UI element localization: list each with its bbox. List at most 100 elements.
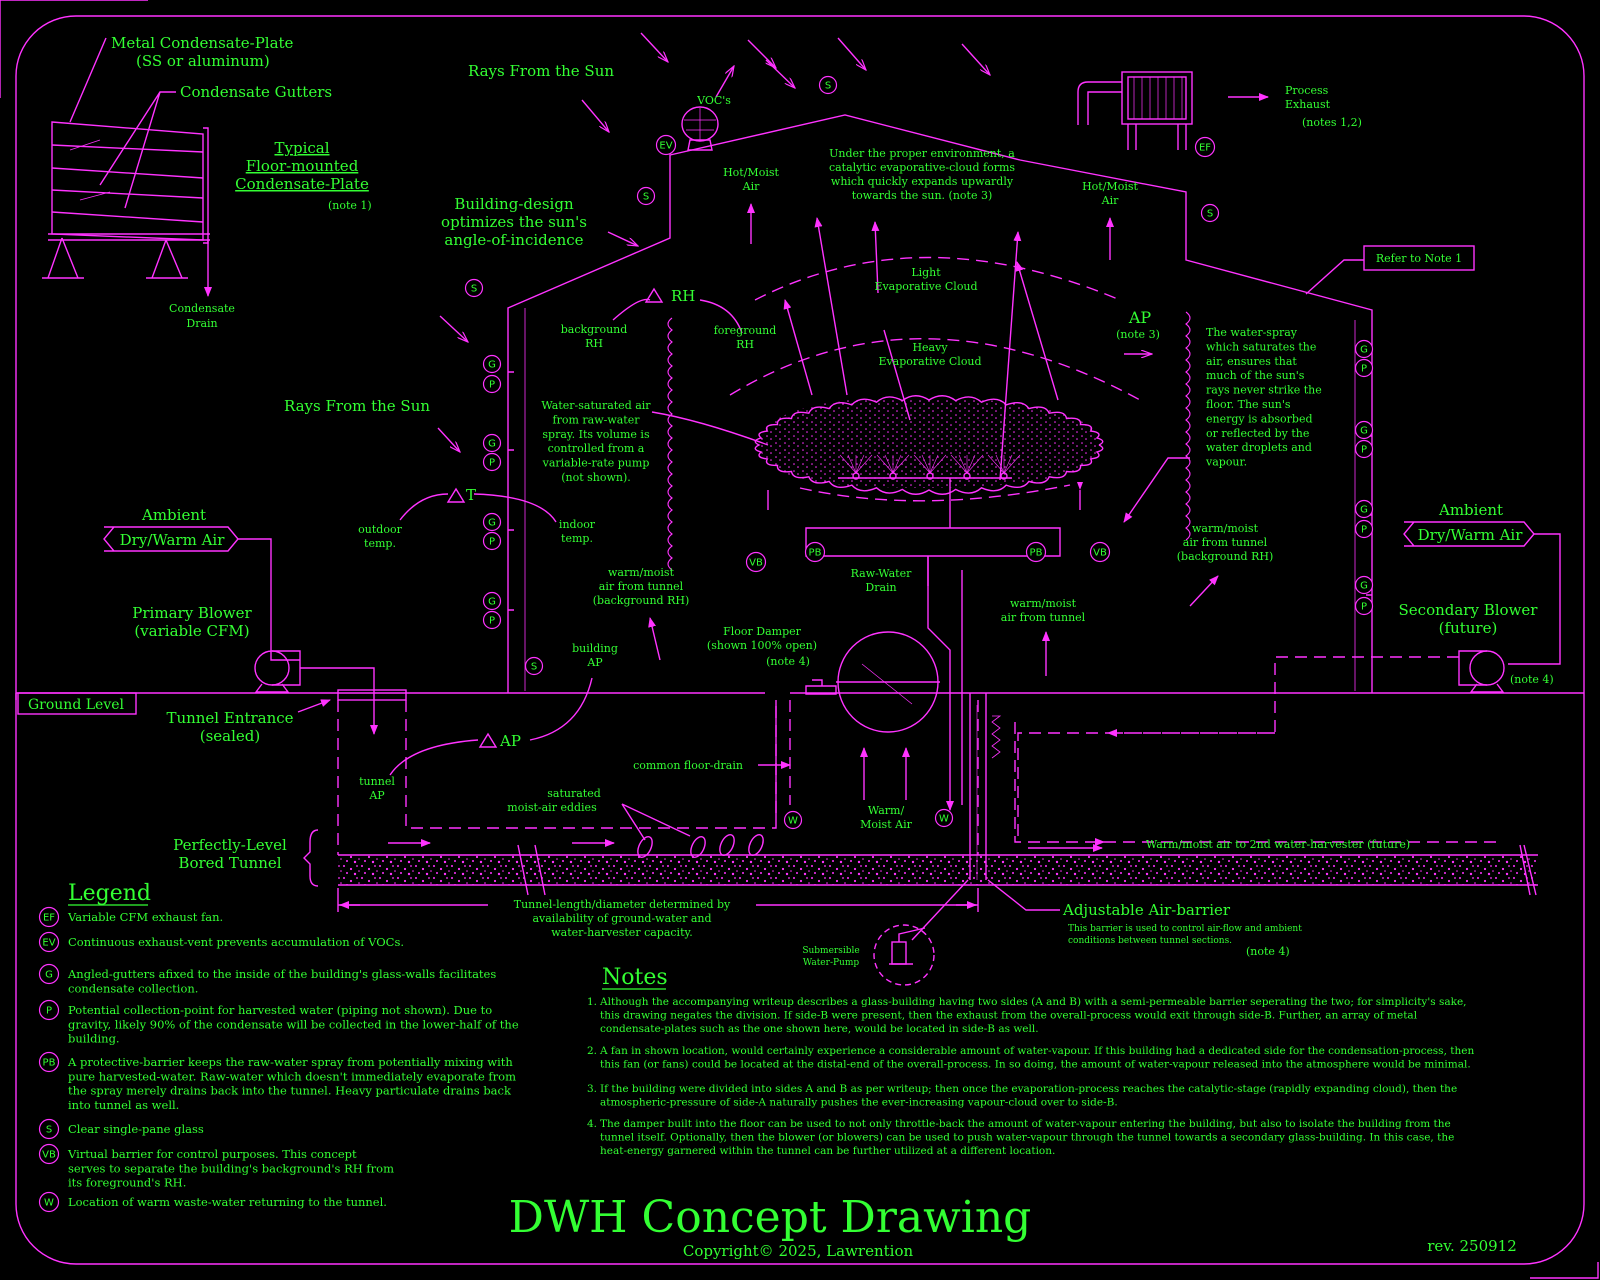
metal-plate-label: Metal Condensate-Plate (111, 34, 294, 52)
voc-vent (681, 66, 734, 151)
callout-bubble-p (1354, 439, 1374, 459)
callout-bubble-label: G (488, 439, 496, 450)
legend-text: Angled-gutters afixed to the inside of t… (67, 967, 496, 995)
drawing-border (15, 15, 1585, 1265)
callout-bubble-label: G (1360, 345, 1368, 356)
callout-bubble-label: P (489, 380, 495, 391)
legend-title: Legend (68, 881, 151, 906)
hot-moist-left-2: Air (742, 180, 760, 193)
callout-bubble-pb (1025, 541, 1047, 563)
callout-bubble-s (818, 75, 838, 95)
callout-bubble-label: S (1207, 209, 1213, 220)
svg-text:S: S (46, 1125, 52, 1136)
exhaust-fan (1077, 71, 1269, 150)
warm-moist-left-3: (background RH) (593, 594, 690, 607)
refer-note1-box (1363, 245, 1475, 271)
process-notes-label: (notes 1,2) (1302, 116, 1362, 129)
callout-bubble-ef (1194, 136, 1216, 158)
ambient-left-air: Dry/Warm Air (120, 531, 226, 549)
perfectly-level: Perfectly-Level (173, 836, 287, 854)
rays-top-label: Rays From the Sun (468, 62, 614, 80)
callout-bubble-s (524, 656, 544, 676)
legend-symbol (38, 1143, 60, 1165)
drawing-title: DWH Concept Drawing (509, 1192, 1032, 1243)
foreground-rh: foreground (714, 324, 777, 337)
note-text: If the building were divided into sides … (600, 1083, 1457, 1109)
callout-bubble-p (482, 610, 502, 630)
callout-bubble-g (1354, 420, 1374, 440)
note-number: 4. (587, 1118, 597, 1130)
note-item: 1.Although the accompanying writeup desc… (587, 996, 1467, 1035)
saturated-label: saturated (547, 787, 601, 800)
tunnel-length: Tunnel-length/diameter determined by (514, 898, 731, 911)
submersible-sublabel: Water-Pump (803, 958, 860, 968)
delta-ap: AP (499, 732, 521, 750)
primary-blower-sublabel: (variable CFM) (134, 622, 249, 640)
legend-text: Location of warm waste-water returning t… (68, 1195, 387, 1209)
note4-right: (note 4) (1510, 673, 1554, 686)
legend-symbol (38, 1118, 60, 1140)
callout-bubble-label: G (488, 597, 496, 608)
ambient-right-air: Dry/Warm Air (1418, 526, 1524, 544)
callout-bubble-label: W (939, 814, 949, 825)
building-ap: building (572, 642, 618, 655)
note-item: 2.A fan in shown location, would certain… (587, 1045, 1474, 1071)
process-exhaust-sublabel: Exhaust (1285, 98, 1331, 111)
legend-symbol (38, 963, 60, 985)
barrier-desc: This barrier is used to control air-flow… (1068, 924, 1302, 934)
catalytic-note-3: which quickly expands upwardly (831, 175, 1014, 188)
floor-damper-label: Floor Damper (723, 625, 802, 638)
warm-moist-center: warm/moist (1010, 597, 1077, 610)
to-2nd-harvester: Warm/moist air to 2nd water-harvester (f… (1146, 838, 1410, 851)
callout-bubble-label: PB (809, 548, 822, 559)
warm-moist-air: Warm/ (868, 804, 905, 817)
glass-building (15, 114, 1584, 700)
callout-bubble-g (482, 512, 502, 532)
secondary-blower-sublabel: (future) (1439, 619, 1498, 637)
outdoor-temp-2: temp. (364, 537, 396, 550)
warm-moist-center-2: air from tunnel (1001, 611, 1086, 624)
callout-bubble-label: VB (749, 558, 763, 569)
warm-moist-right-3: (background RH) (1177, 550, 1274, 563)
callout-bubble-g (482, 433, 502, 453)
callout-bubble-label: PB (1030, 548, 1043, 559)
condensate-drain-label: Condensate (169, 302, 235, 315)
light-cloud: Light (911, 266, 941, 279)
heavy-cloud: Heavy (912, 341, 948, 354)
note-text: Although the accompanying writeup descri… (599, 996, 1467, 1035)
legend-text: Clear single-pane glass (68, 1122, 204, 1136)
callout-bubble-p (1354, 358, 1374, 378)
warm-moist-right: warm/moist (1192, 522, 1259, 535)
note-text: A fan in shown location, would certainly… (599, 1045, 1474, 1071)
process-exhaust-label: Process (1285, 84, 1329, 97)
bored-tunnel: Bored Tunnel (178, 854, 281, 872)
condensate-drain-sublabel: Drain (186, 317, 217, 330)
svg-text:PB: PB (43, 1058, 56, 1069)
barrier-desc-2: conditions between tunnel sections. (1068, 936, 1232, 946)
callout-bubble-label: G (1360, 426, 1368, 437)
callout-bubble-p (1354, 596, 1374, 616)
callout-bubble-label: G (1360, 505, 1368, 516)
typical-label: Typical (274, 139, 329, 157)
warm-moist-left-2: air from tunnel (599, 580, 684, 593)
floor-damper-note: (note 4) (766, 655, 810, 668)
delta-t: T (466, 486, 476, 504)
ambient-right: Ambient (1438, 501, 1503, 519)
note1-ref: (note 1) (328, 199, 372, 212)
saturated-sublabel: moist-air eddies (507, 801, 597, 814)
building-ap-2: AP (586, 656, 603, 669)
building-design-label-3: angle-of-incidence (444, 231, 583, 249)
callout-bubble-g (1354, 575, 1374, 595)
submersible-label: Submersible (802, 946, 859, 956)
evaporative-clouds (729, 217, 1141, 543)
raw-water-drain: Raw-Water (851, 567, 912, 580)
callout-bubble-label: P (1361, 445, 1367, 456)
legend-symbol (38, 999, 60, 1021)
metal-plate-sublabel: (SS or aluminum) (136, 52, 270, 70)
ground-level-label: Ground Level (28, 697, 125, 713)
